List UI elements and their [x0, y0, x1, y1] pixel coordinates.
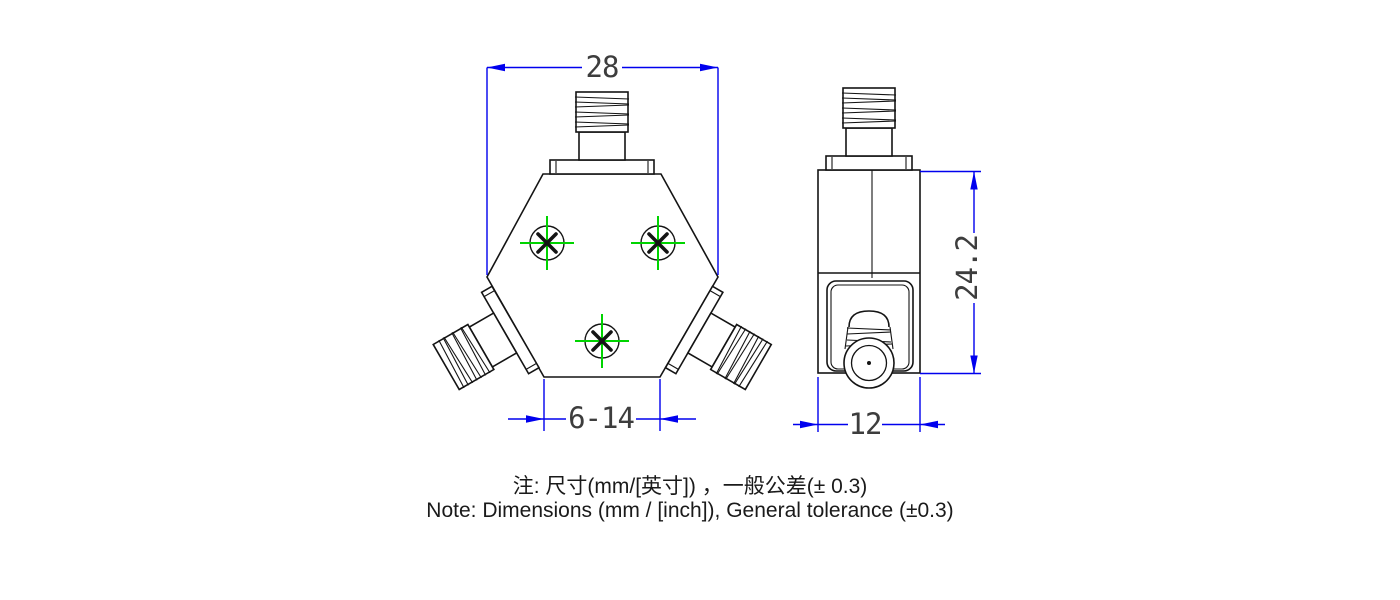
- dimension-label: 12: [849, 407, 882, 441]
- note-line-en: Note: Dimensions (mm / [inch]), General …: [426, 499, 953, 522]
- center-pin: [867, 361, 871, 365]
- sma-connector-front-facing: [843, 310, 895, 389]
- dim-side-width: 12: [793, 377, 945, 441]
- arrowhead: [920, 420, 938, 429]
- arrowhead: [970, 355, 978, 374]
- notes: 注: 尺寸(mm/[英寸]) ，一般公差(± 0.3) Note: Dimens…: [426, 475, 953, 522]
- side-view: [817, 87, 921, 389]
- dim-front-bottom-width: 6-14: [508, 379, 696, 435]
- front-view: [431, 91, 773, 392]
- threaded-barrel: [841, 87, 897, 157]
- connector-inner-ring: [850, 344, 888, 382]
- dim-front-width: 28: [486, 50, 719, 275]
- dim-side-height: 24.2: [920, 170, 984, 375]
- connector-flange: [549, 159, 655, 175]
- arrowhead: [526, 415, 544, 423]
- hexagon-body: [486, 173, 719, 378]
- arrowhead: [660, 415, 678, 423]
- sma-connector-side-top: [825, 87, 913, 171]
- dimension-label: 24.2: [950, 235, 984, 301]
- dimension-label: 6-14: [568, 401, 634, 435]
- sma-connector-top: [549, 91, 655, 175]
- arrowhead: [487, 63, 505, 72]
- arrowhead: [800, 420, 818, 429]
- arrowhead: [700, 63, 718, 72]
- threaded-barrel: [574, 91, 630, 161]
- sma-connector-right: [664, 285, 773, 392]
- note-line-zh: 注: 尺寸(mm/[英寸]) ，一般公差(± 0.3): [513, 475, 868, 498]
- arrowhead: [970, 171, 978, 190]
- dimension-label: 28: [586, 50, 619, 84]
- sma-connector-left: [431, 285, 541, 392]
- connector-dome: [848, 310, 890, 328]
- connector-flange: [825, 155, 913, 171]
